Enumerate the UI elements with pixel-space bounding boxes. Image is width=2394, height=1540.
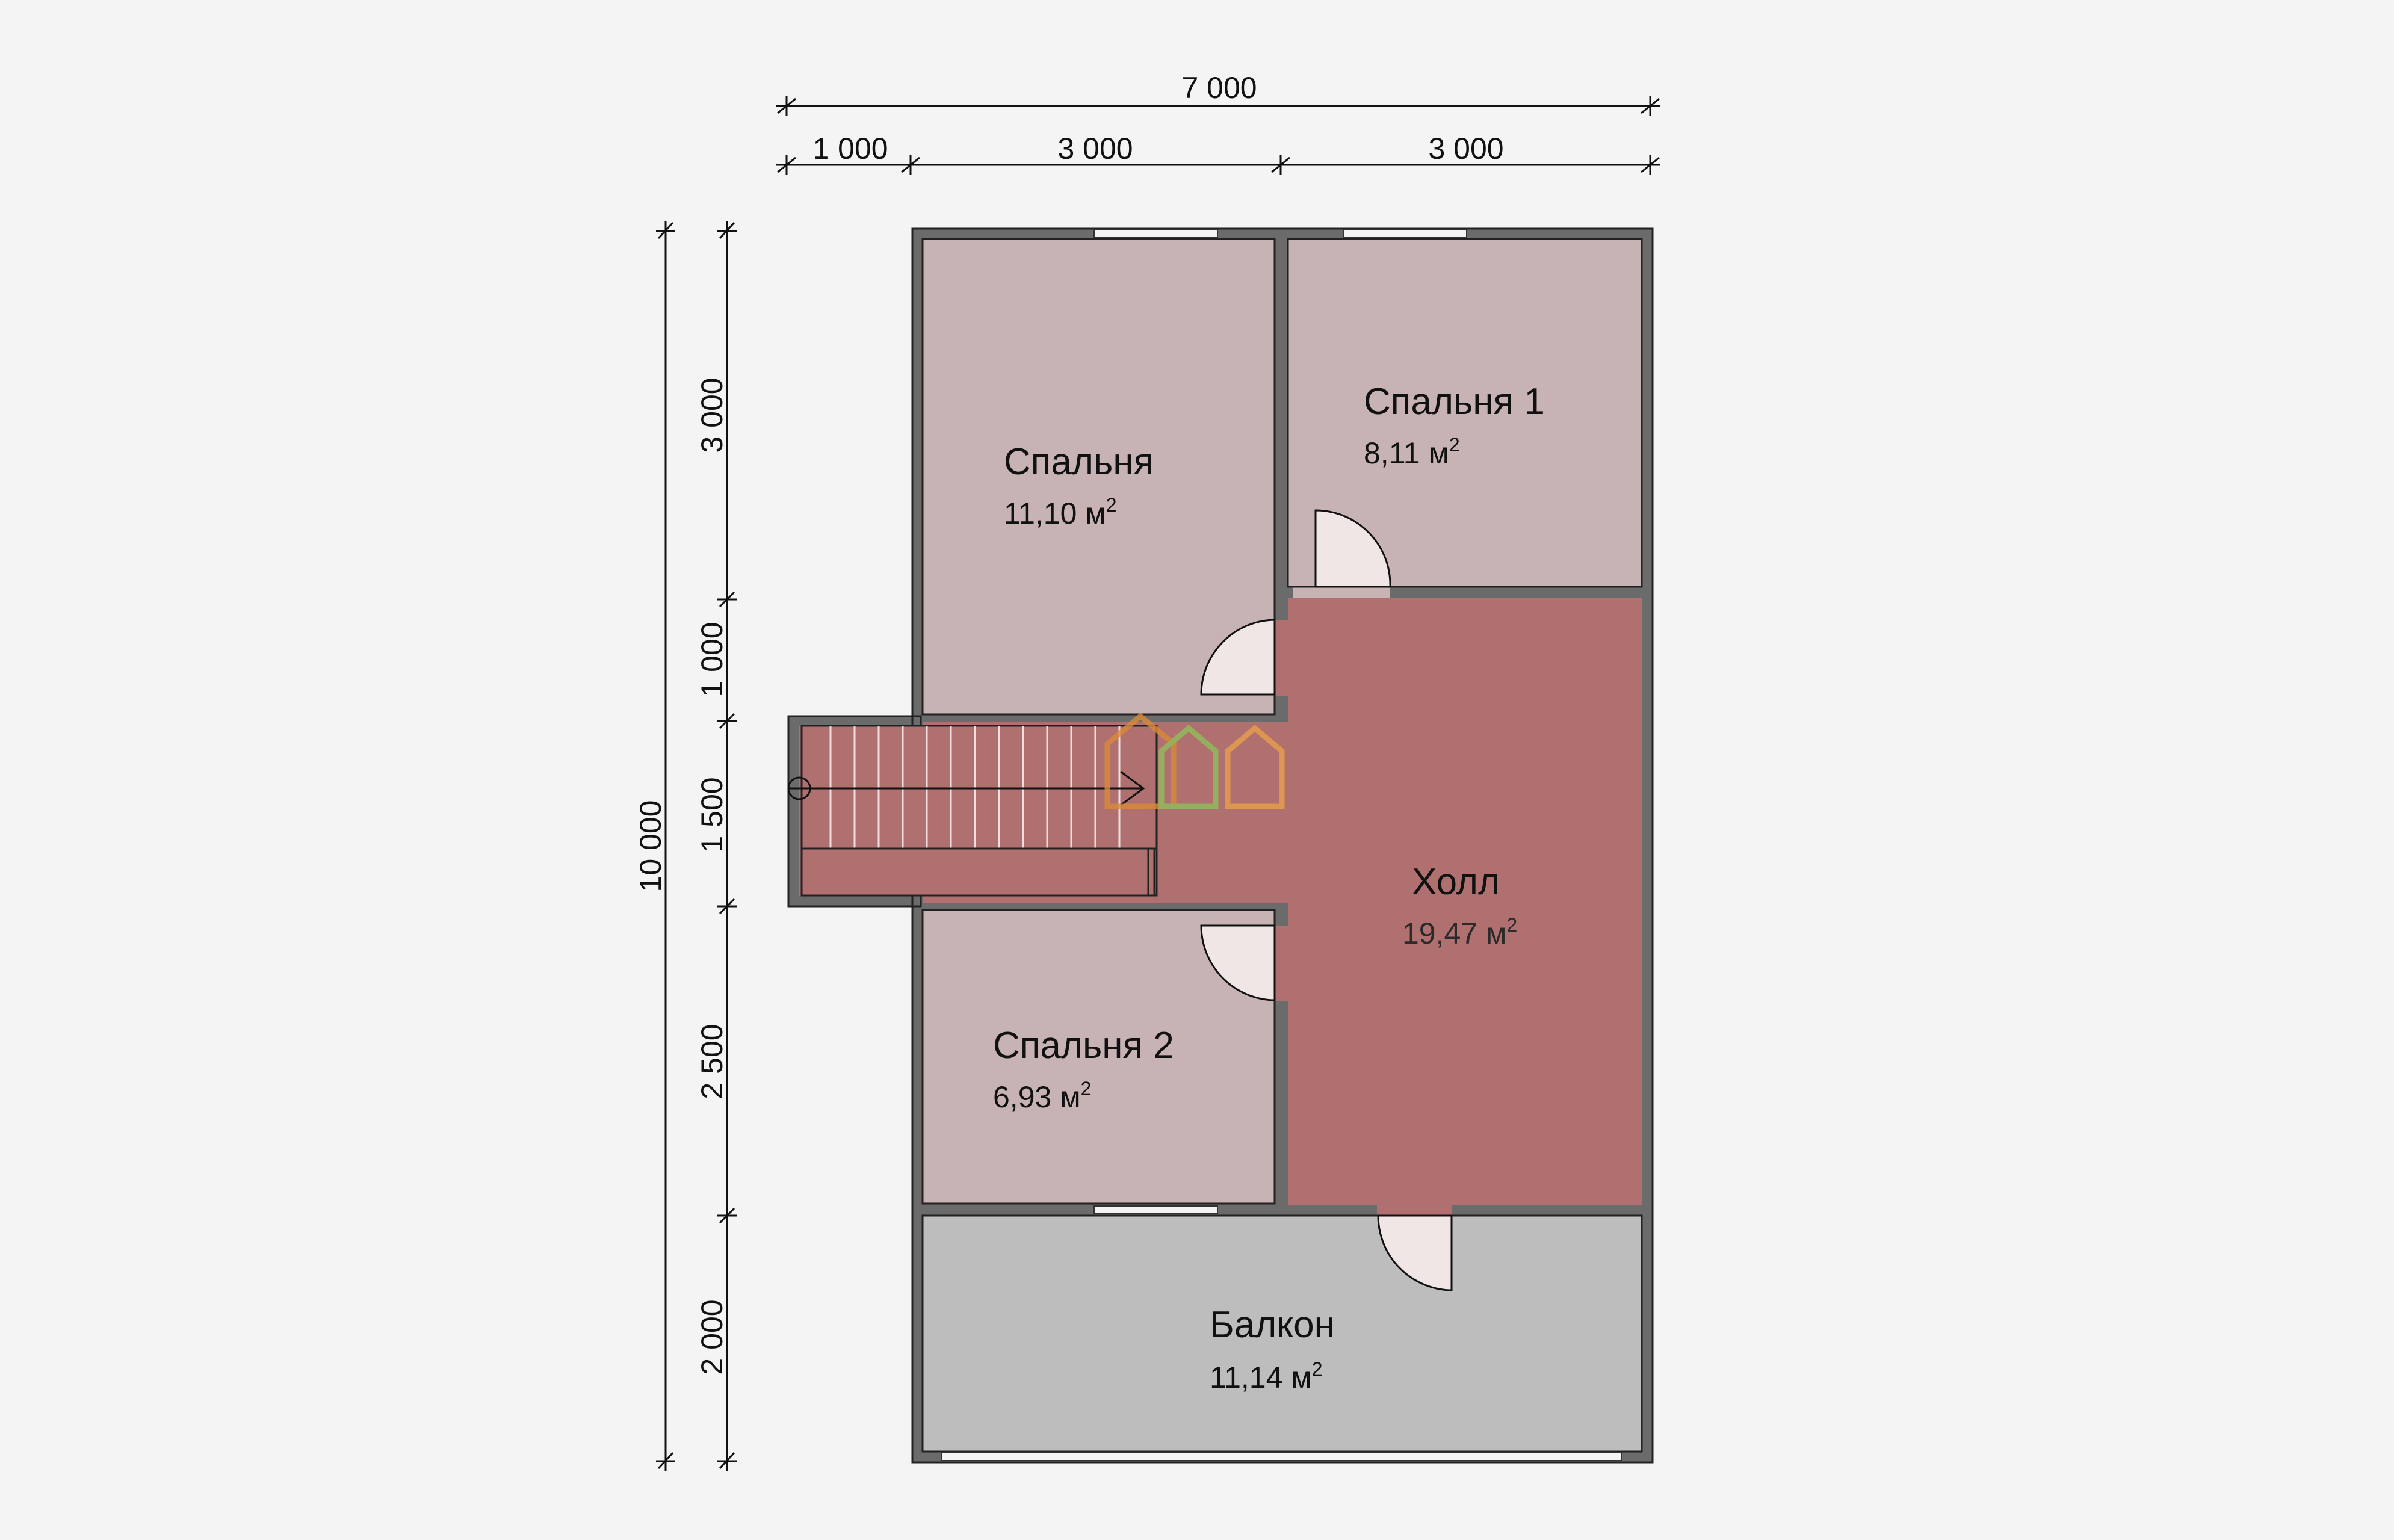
room-bedroom-2-area: 6,93 м2	[993, 1078, 1091, 1114]
dim-left-segment-2: 1 000	[695, 622, 729, 697]
room-balcony	[923, 1216, 1642, 1452]
wall-outlines	[787, 227, 1654, 1464]
room-bedroom-area: 11,10 м2	[1004, 494, 1116, 530]
watermark-logo	[1104, 713, 1285, 809]
door-bedroom2	[1200, 924, 1276, 1001]
room-hall	[1288, 598, 1642, 1205]
dim-left-total: 10 000	[634, 800, 667, 892]
room-hall-name: Холл	[1412, 861, 1500, 903]
window-balcony-bottom	[941, 1452, 1622, 1461]
door-bedroom	[1200, 619, 1276, 696]
window-bedroom-top	[1093, 229, 1218, 238]
dim-left-segment-1: 3 000	[695, 377, 729, 453]
room-balcony-name: Балкон	[1210, 1304, 1335, 1346]
door-balcony	[1377, 1214, 1453, 1291]
doors	[1200, 509, 1453, 1291]
dim-top-total: 7 000	[1181, 71, 1257, 105]
window-bedroom1-top	[1343, 229, 1467, 238]
staircase	[787, 725, 1158, 897]
dim-left-segment-5: 2 000	[695, 1299, 729, 1375]
dim-top-segment-3: 3 000	[1428, 132, 1503, 165]
dim-left-segment-3: 1 500	[695, 777, 729, 852]
stair-direction-arrow	[787, 770, 1145, 806]
room-bedroom-1-name: Спальня 1	[1364, 381, 1545, 422]
top-dimensions	[776, 96, 1660, 175]
room-bedroom-name: Спальня	[1004, 441, 1154, 483]
dim-left-segment-4: 2 500	[695, 1024, 729, 1099]
room-hall-area: 19,47 м2	[1402, 914, 1517, 950]
stair-treads	[829, 726, 1121, 849]
room-balcony-area: 11,14 м2	[1210, 1358, 1322, 1394]
door-bedroom1	[1314, 509, 1391, 588]
dim-top-segment-2: 3 000	[1057, 132, 1133, 165]
window-bedroom2-bottom	[1093, 1205, 1218, 1214]
dim-top-segment-1: 1 000	[812, 132, 888, 165]
room-bedroom-1-area: 8,11 м2	[1364, 434, 1460, 470]
room-bedroom-2-name: Спальня 2	[993, 1025, 1174, 1066]
left-dimensions	[656, 221, 737, 1471]
windows	[941, 229, 1622, 1461]
room-bedroom	[923, 239, 1275, 714]
